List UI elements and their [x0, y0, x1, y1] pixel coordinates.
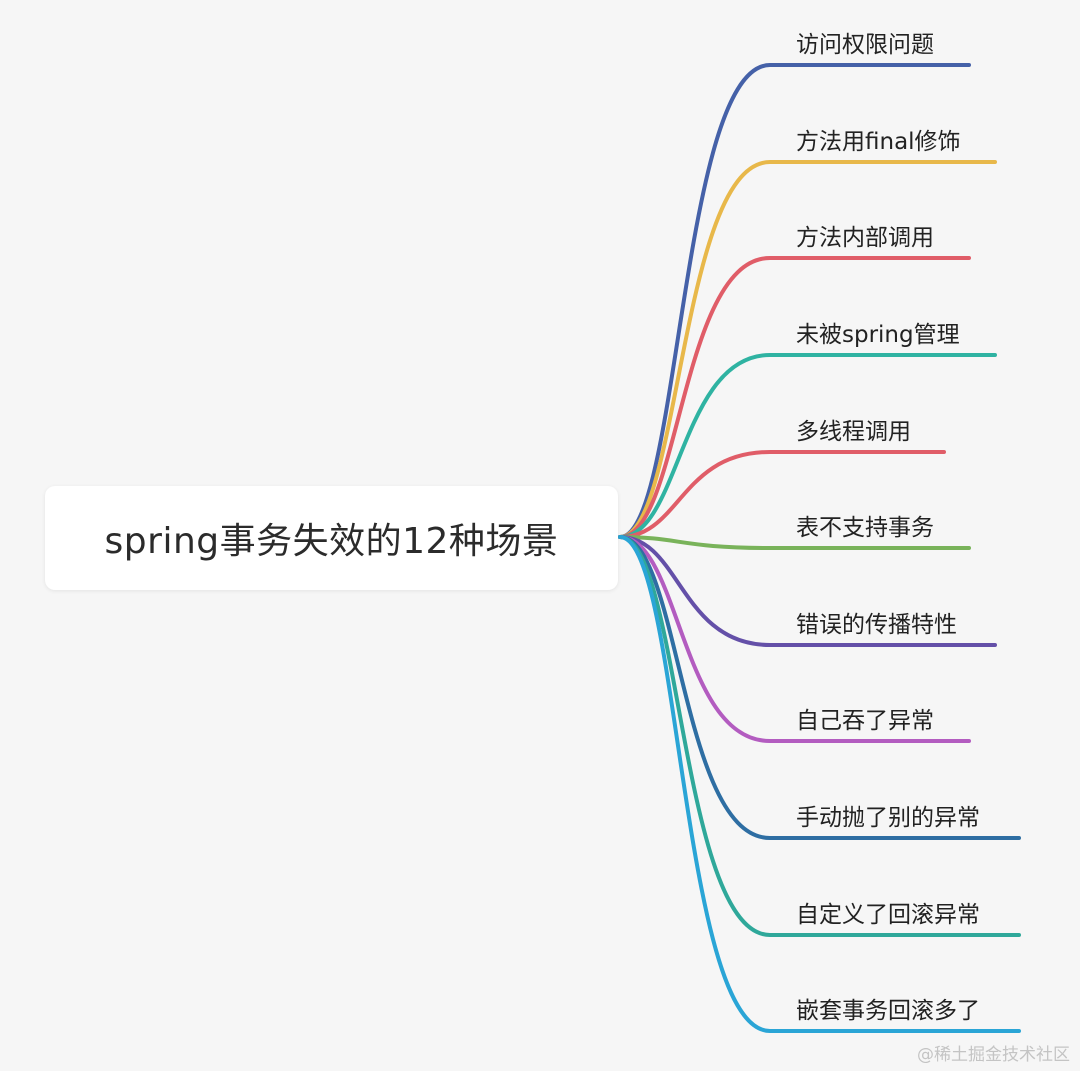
- branch-connector: [618, 535, 1021, 840]
- branch-topic[interactable]: 方法用final修饰: [796, 129, 961, 155]
- branch-topic[interactable]: 自定义了回滚异常: [796, 902, 980, 928]
- branch-topic[interactable]: 多线程调用: [796, 419, 911, 445]
- branch-topic[interactable]: 自己吞了异常: [796, 708, 934, 734]
- branch-topic[interactable]: 方法内部调用: [796, 225, 934, 251]
- branch-topic[interactable]: 表不支持事务: [796, 515, 934, 541]
- root-topic-label: spring事务失效的12种场景: [104, 521, 559, 562]
- branch-connector: [618, 256, 971, 539]
- branch-connector: [618, 535, 971, 743]
- branch-connector: [618, 535, 997, 647]
- branch-connector: [618, 63, 971, 539]
- watermark: @稀土掘金技术社区: [917, 1045, 1070, 1065]
- branch-topic[interactable]: 访问权限问题: [796, 32, 934, 58]
- root-topic-node[interactable]: spring事务失效的12种场景: [45, 486, 618, 590]
- branch-connector: [618, 160, 997, 539]
- branch-connector: [618, 450, 946, 539]
- branch-topic[interactable]: 未被spring管理: [796, 322, 960, 348]
- branch-topic[interactable]: 手动抛了别的异常: [796, 805, 980, 831]
- branch-connector: [618, 535, 1021, 937]
- branch-connector: [618, 535, 971, 550]
- branch-topic[interactable]: 错误的传播特性: [796, 612, 957, 638]
- branch-connector: [618, 535, 1021, 1033]
- branch-connector: [618, 353, 997, 539]
- branch-topic[interactable]: 嵌套事务回滚多了: [796, 998, 980, 1024]
